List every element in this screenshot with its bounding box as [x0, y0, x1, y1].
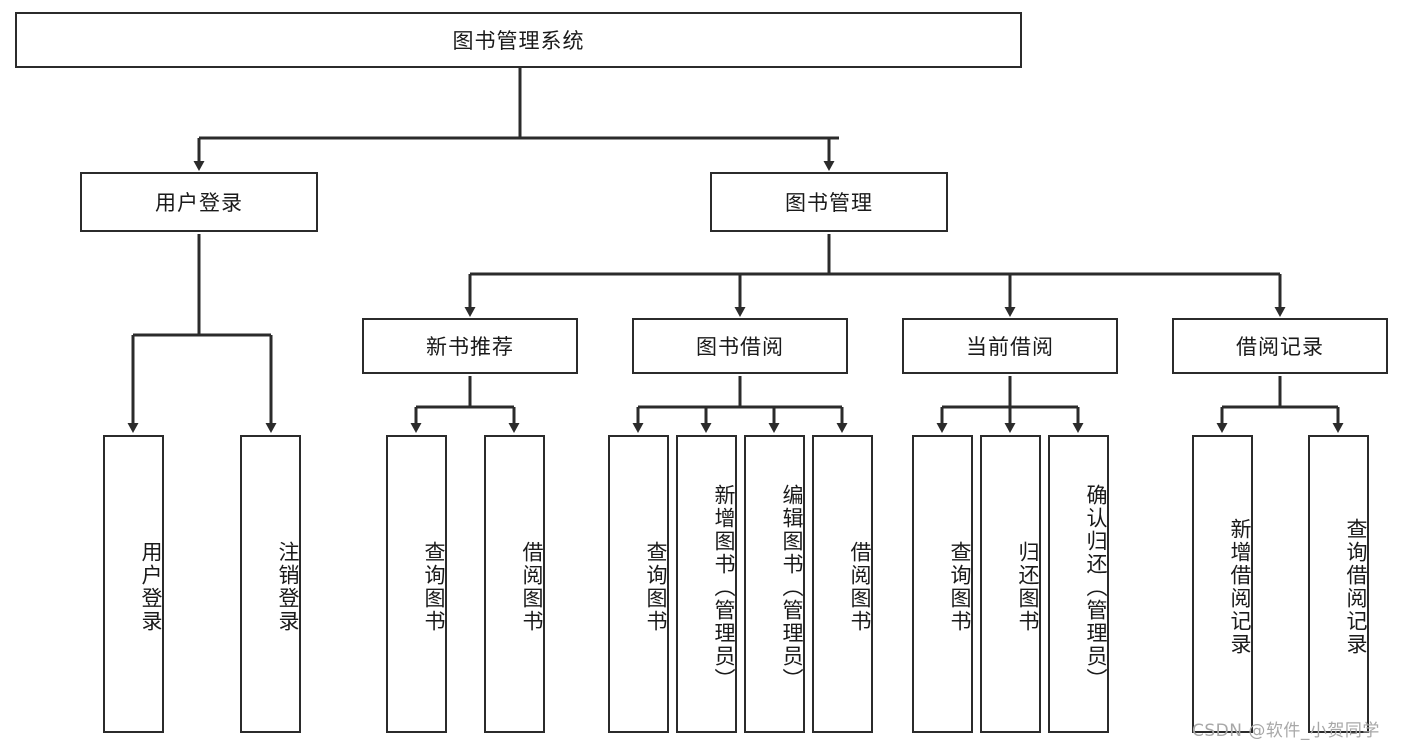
leaf-query-borrow-record[interactable]: 查询借阅记录 — [1308, 435, 1369, 733]
node-label: 查询图书 — [422, 541, 446, 633]
leaf-user-logout[interactable]: 注销登录 — [240, 435, 301, 733]
leaf-edit-book-admin[interactable]: 编辑图书（管理员） — [744, 435, 805, 733]
leaf-query-book-current[interactable]: 查询图书 — [912, 435, 973, 733]
node-label: 新增借阅记录 — [1228, 518, 1252, 656]
node-label: 用户登录 — [139, 541, 163, 633]
node-label: 注销登录 — [276, 541, 300, 633]
node-label: 查询图书 — [948, 541, 972, 633]
node-label: 借阅图书 — [848, 541, 872, 633]
leaf-query-book-borrow[interactable]: 查询图书 — [608, 435, 669, 733]
leaf-borrow-book[interactable]: 借阅图书 — [812, 435, 873, 733]
leaf-return-book[interactable]: 归还图书 — [980, 435, 1041, 733]
node-label: 新增图书（管理员） — [712, 483, 736, 691]
csdn-watermark: CSDN @软件_小贺同学 — [1192, 721, 1380, 741]
node-borrow-record[interactable]: 借阅记录 — [1172, 318, 1388, 374]
leaf-borrow-book-recommend[interactable]: 借阅图书 — [484, 435, 545, 733]
node-new-book-recommend[interactable]: 新书推荐 — [362, 318, 578, 374]
node-label: 用户登录 — [155, 191, 243, 215]
node-label: 借阅图书 — [520, 541, 544, 633]
node-label: 图书借阅 — [696, 335, 784, 359]
node-label: 编辑图书（管理员） — [780, 483, 804, 691]
node-label: 查询借阅记录 — [1344, 518, 1368, 656]
leaf-add-book-admin[interactable]: 新增图书（管理员） — [676, 435, 737, 733]
node-label: 归还图书 — [1016, 541, 1040, 633]
node-label: 新书推荐 — [426, 335, 514, 359]
node-current-borrow[interactable]: 当前借阅 — [902, 318, 1118, 374]
node-label: 查询图书 — [644, 541, 668, 633]
node-user-login[interactable]: 用户登录 — [80, 172, 318, 232]
node-root-system[interactable]: 图书管理系统 — [15, 12, 1022, 68]
leaf-query-book-recommend[interactable]: 查询图书 — [386, 435, 447, 733]
node-label: 确认归还（管理员） — [1084, 483, 1108, 691]
node-book-borrow[interactable]: 图书借阅 — [632, 318, 848, 374]
node-book-management[interactable]: 图书管理 — [710, 172, 948, 232]
node-label: 图书管理系统 — [452, 29, 585, 53]
node-label: 借阅记录 — [1236, 335, 1324, 359]
leaf-add-borrow-record[interactable]: 新增借阅记录 — [1192, 435, 1253, 733]
node-label: 图书管理 — [785, 191, 873, 215]
leaf-confirm-return-admin[interactable]: 确认归还（管理员） — [1048, 435, 1109, 733]
node-label: 当前借阅 — [966, 335, 1054, 359]
leaf-user-login[interactable]: 用户登录 — [103, 435, 164, 733]
